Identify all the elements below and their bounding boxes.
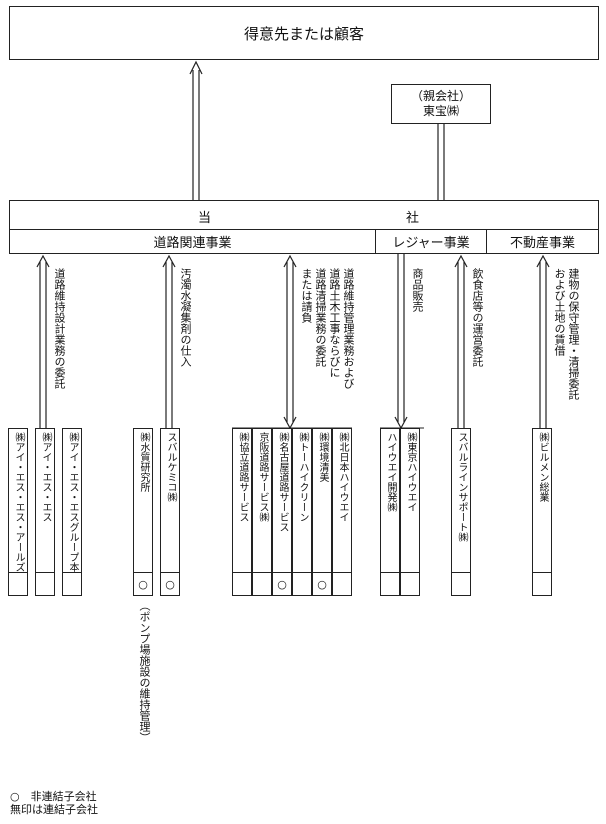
company-box: ㈱協立道路サービス bbox=[232, 428, 252, 596]
flow-label-6b: および土地の賃借 bbox=[553, 268, 566, 356]
company-marker-cell: ○ bbox=[134, 572, 152, 595]
company-name: ㈱北日本ハイウエイ bbox=[337, 432, 348, 522]
segment-realestate: 不動産事業 bbox=[486, 229, 599, 254]
company-marker-cell bbox=[333, 572, 351, 595]
company-marker-cell bbox=[63, 572, 81, 595]
company-box: ㈱東京ハイウエイ bbox=[400, 428, 420, 596]
legend: ○ 非連結子会社 無印は連結子会社 bbox=[10, 790, 98, 816]
company-marker-cell bbox=[233, 572, 251, 595]
company-marker-cell bbox=[381, 572, 399, 595]
company-name: ㈱東京ハイウエイ bbox=[405, 432, 416, 512]
flow-label-5: 飲食店等の運営委託 bbox=[471, 268, 484, 367]
arrow-to-customers bbox=[189, 60, 203, 200]
parent-company-box: （親会社） 東宝㈱ bbox=[391, 84, 491, 124]
segment-road: 道路関連事業 bbox=[9, 229, 376, 254]
unconsolidated-marker: ○ bbox=[138, 577, 148, 591]
segment-leisure-label: レジャー事業 bbox=[392, 236, 470, 251]
company-name: スバルケミコ㈱ bbox=[165, 432, 176, 502]
company-marker-cell bbox=[9, 572, 27, 595]
note-pump-station: （ポンプ場施設の維持管理） bbox=[138, 600, 151, 743]
flow-label-3a: 道路維持管理業務および bbox=[342, 268, 355, 389]
company-name: 京阪道路サービス㈱ bbox=[257, 432, 268, 522]
company-name: ㈱アイ・エス・エスグループ本社 bbox=[67, 432, 78, 582]
flow-label-6-group: 建物の保守管理・清掃委託 および土地の賃借 bbox=[553, 268, 580, 400]
company-marker-cell bbox=[293, 572, 311, 595]
company-marker-cell bbox=[36, 572, 54, 595]
flow-label-3d: または請負 bbox=[300, 268, 313, 323]
company-label-right: 社 bbox=[406, 211, 420, 226]
company-box: ハイウエイ開発㈱ bbox=[380, 428, 400, 596]
flow-label-3c: 道路清掃業務の委託 bbox=[314, 268, 327, 367]
segment-road-label: 道路関連事業 bbox=[153, 236, 232, 251]
unconsolidated-marker: ○ bbox=[165, 577, 175, 591]
company-name: スバルラインサポート㈱ bbox=[456, 432, 467, 542]
company-box: ㈱アイ・エス・エスグループ本社 bbox=[62, 428, 82, 596]
company-name: ハイウエイ開発㈱ bbox=[385, 432, 396, 512]
segment-realestate-label: 不動産事業 bbox=[509, 236, 575, 251]
company-name: ㈱アイ・エス・エス・アールズ bbox=[13, 432, 24, 572]
flow-label-2: 汚濁水凝集剤の仕入 bbox=[179, 268, 192, 367]
company-box: スバルケミコ㈱ ○ bbox=[160, 428, 180, 596]
company-marker-cell bbox=[533, 572, 551, 595]
arrow-flow-5 bbox=[454, 254, 468, 430]
unconsolidated-marker: ○ bbox=[317, 577, 327, 591]
company-box: ㈱トーハイクリーン bbox=[292, 428, 312, 596]
arrow-flow-6 bbox=[536, 254, 550, 430]
parent-company-label: （親会社） bbox=[410, 89, 471, 103]
company-name: ㈱トーハイクリーン bbox=[297, 432, 308, 522]
company-marker-cell bbox=[401, 572, 419, 595]
legend-consolidated: 無印は連結子会社 bbox=[10, 803, 98, 816]
company-marker-cell: ○ bbox=[313, 572, 331, 595]
company-name: ㈱ビルメン総業 bbox=[537, 432, 548, 502]
parent-connector bbox=[437, 124, 445, 200]
unconsolidated-marker: ○ bbox=[277, 577, 287, 591]
company-box: ㈱環境清美 ○ bbox=[312, 428, 332, 596]
company-box: ㈱名古屋道路サービス ○ bbox=[272, 428, 292, 596]
arrow-flow-4 bbox=[394, 254, 408, 430]
company-name: ㈱協立道路サービス bbox=[237, 432, 248, 522]
arrow-flow-3 bbox=[283, 254, 297, 430]
company-name: ㈱水質研究所 bbox=[138, 432, 149, 492]
company-marker-cell: ○ bbox=[161, 572, 179, 595]
company-box: ㈱アイ・エス・エス・アールズ bbox=[8, 428, 28, 596]
company-marker-cell: ○ bbox=[273, 572, 291, 595]
company-marker-cell bbox=[452, 572, 470, 595]
company-name: ㈱環境清美 bbox=[317, 432, 328, 482]
company-box: ㈱水質研究所 ○ bbox=[133, 428, 153, 596]
customers-label: 得意先または顧客 bbox=[243, 24, 364, 43]
parent-company-name: 東宝㈱ bbox=[422, 104, 459, 118]
flow-label-6a: 建物の保守管理・清掃委託 bbox=[567, 268, 580, 400]
customers-box: 得意先または顧客 bbox=[9, 6, 599, 60]
company-box: スバルラインサポート㈱ bbox=[451, 428, 471, 596]
flow-label-1: 道路維持設計業務の委託 bbox=[53, 268, 66, 389]
company-marker-cell bbox=[253, 572, 271, 595]
company-name: ㈱アイ・エス・エス bbox=[40, 432, 51, 522]
company-box: ㈱アイ・エス・エス bbox=[35, 428, 55, 596]
flow-label-4: 商品販売 bbox=[411, 268, 424, 312]
arrow-flow-1 bbox=[36, 254, 50, 430]
company-box: ㈱ビルメン総業 bbox=[532, 428, 552, 596]
company-box: 京阪道路サービス㈱ bbox=[252, 428, 272, 596]
segment-leisure: レジャー事業 bbox=[375, 229, 487, 254]
legend-unconsolidated: ○ 非連結子会社 bbox=[10, 790, 97, 803]
company-label-left: 当 bbox=[198, 211, 212, 226]
flow-label-3b: 道路土木工事ならびに bbox=[328, 268, 341, 378]
flow-label-3-group: 道路維持管理業務および 道路土木工事ならびに 道路清掃業務の委託 または請負 bbox=[300, 268, 355, 389]
company-name: ㈱名古屋道路サービス bbox=[277, 432, 288, 532]
company-box: ㈱北日本ハイウエイ bbox=[332, 428, 352, 596]
arrow-flow-2 bbox=[162, 254, 176, 430]
